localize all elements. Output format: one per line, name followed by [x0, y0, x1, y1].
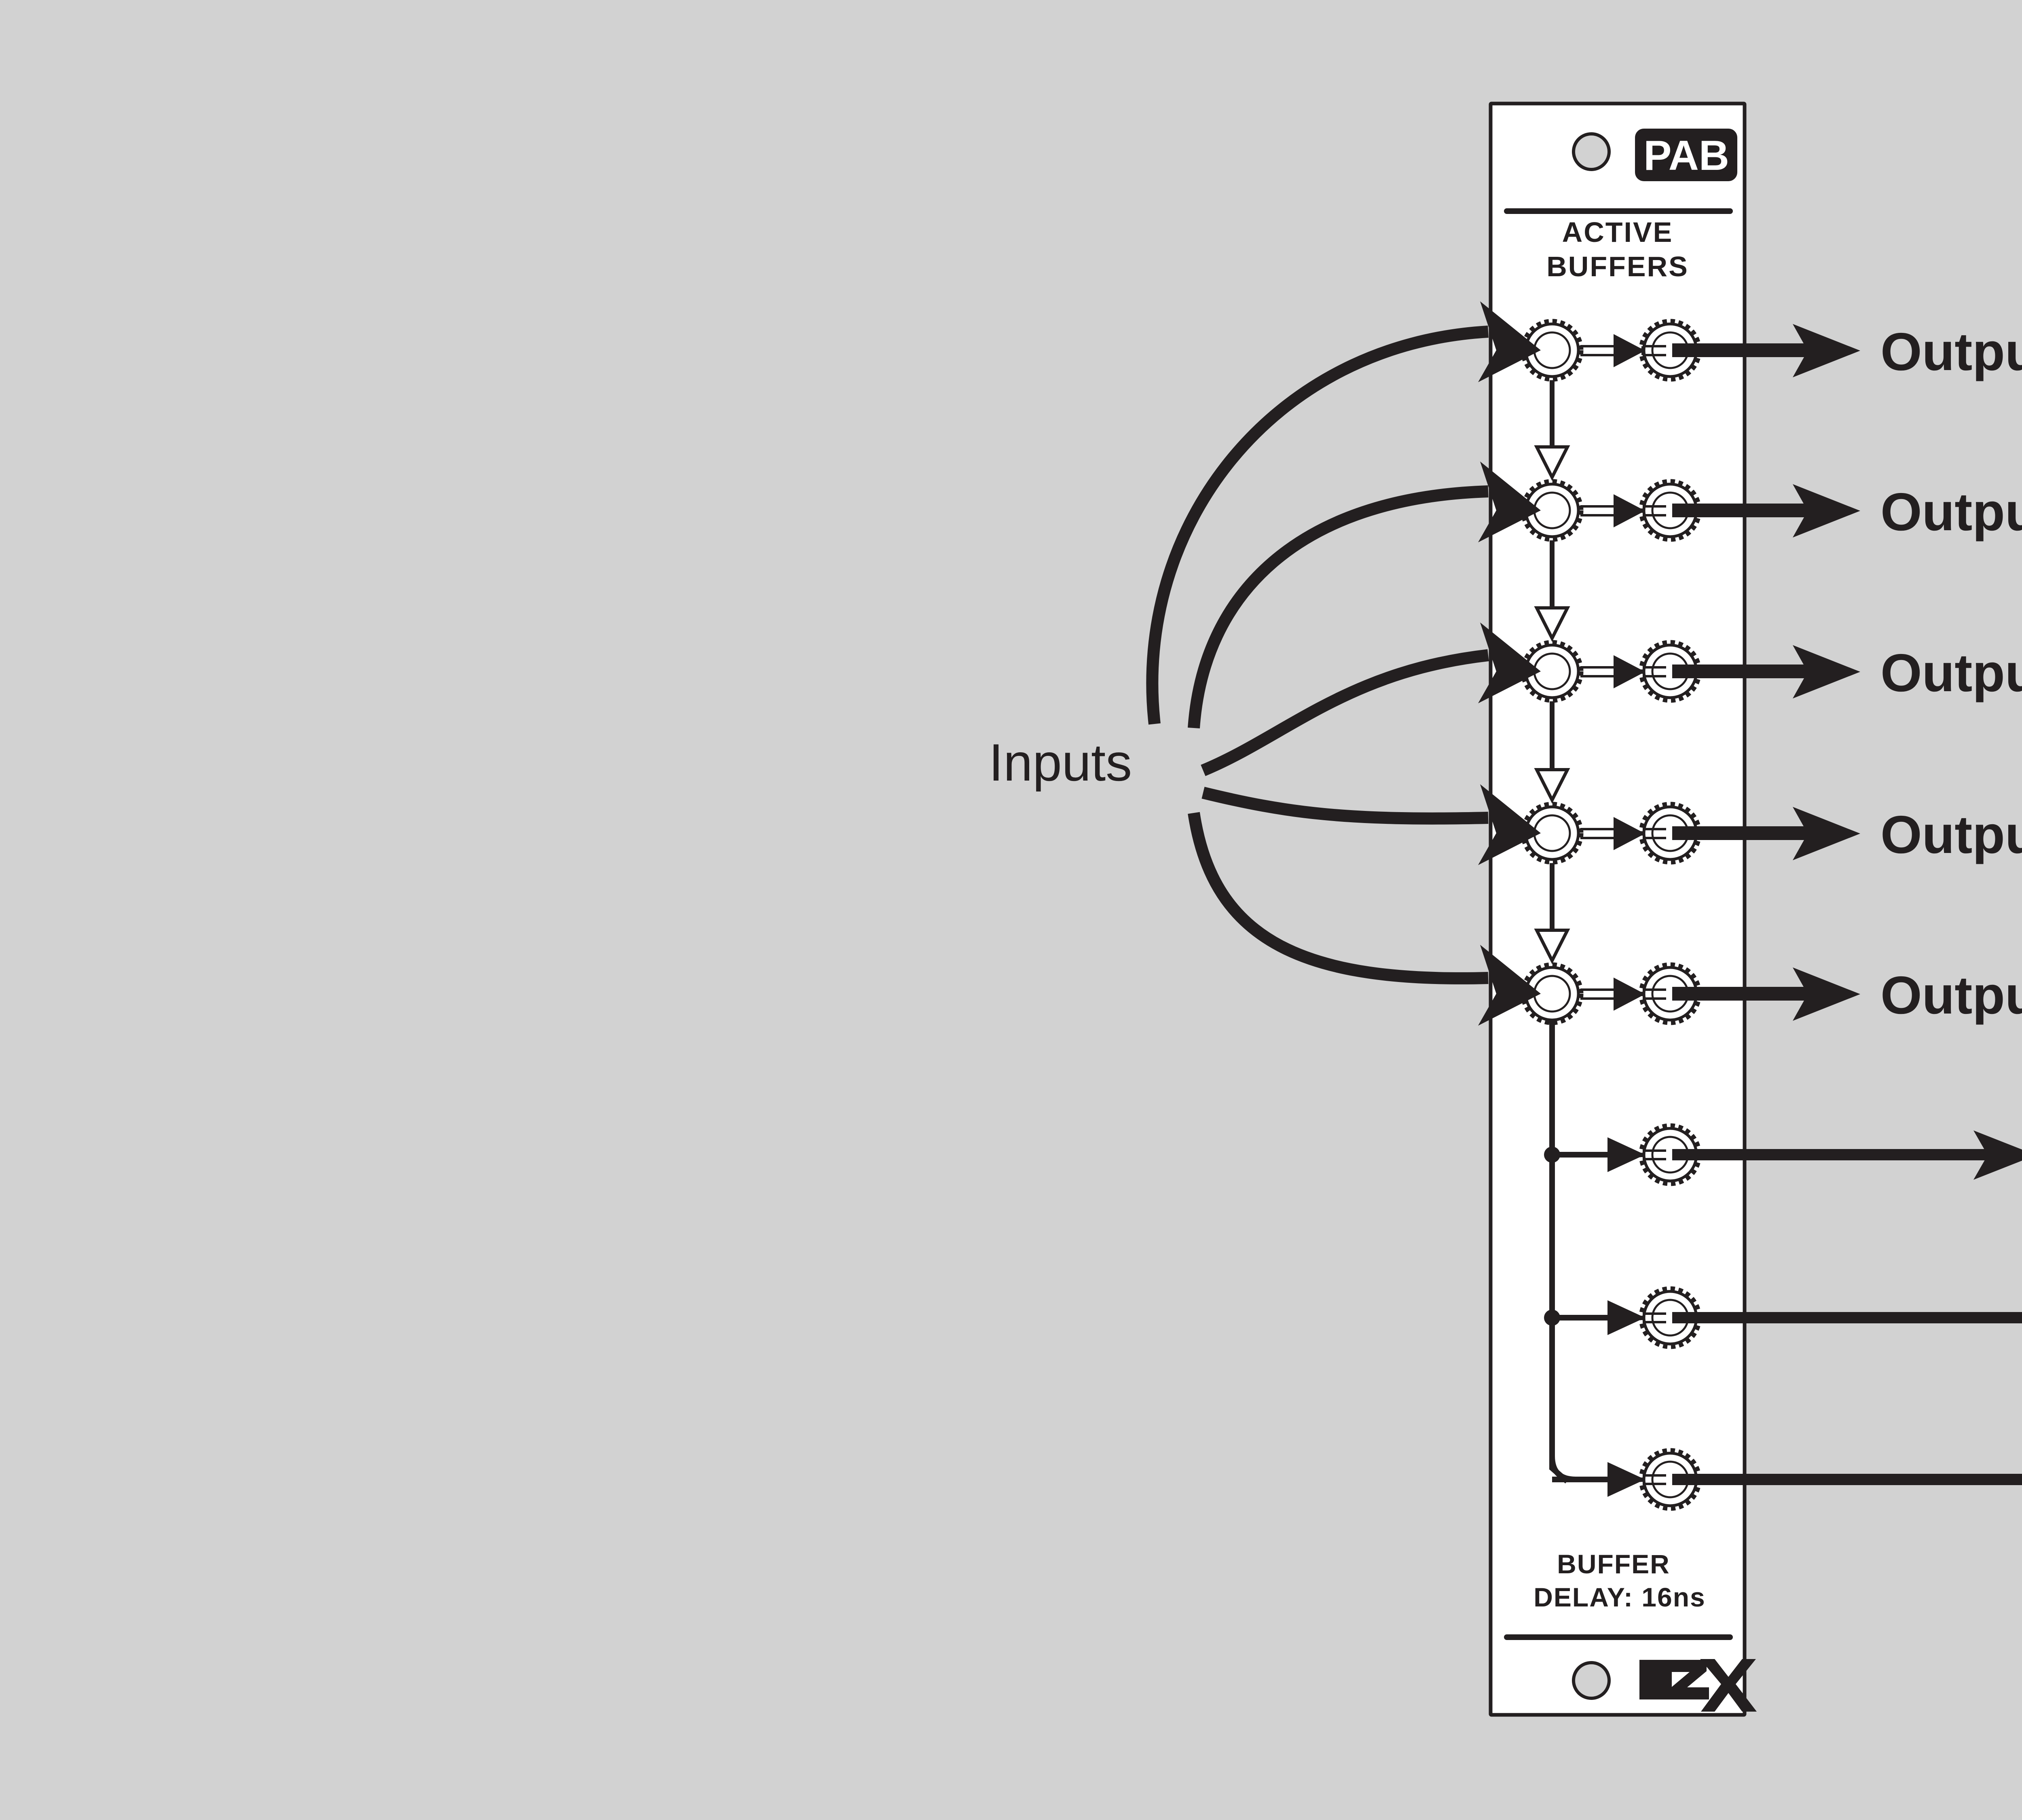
- output-label-5: Output: [1880, 965, 2022, 1025]
- output-label-3: Output: [1880, 643, 2022, 703]
- module-title-line1: ACTIVE: [1562, 216, 1673, 248]
- output-labels-group: Output (16ns delay) Output (16ns delay) …: [1672, 322, 2022, 1485]
- chain-arrow-1-2: [1534, 380, 1570, 481]
- buffer-link-5: [1580, 978, 1666, 1011]
- output-arrowhead-5: [1793, 967, 1860, 1021]
- input-arrow-path-3: [1201, 649, 1489, 776]
- output-arrowhead-1: [1793, 324, 1860, 377]
- output-row-1: Output (16ns delay): [1672, 322, 2022, 381]
- buffer-delay-line2: DELAY: 16ns: [1533, 1582, 1705, 1612]
- input-arrow-path-1: [1146, 326, 1489, 725]
- output-row-4: Output (16ns delay): [1672, 805, 2022, 864]
- chain-arrow-4-5: [1534, 863, 1570, 964]
- internal-signal-flow: [1534, 334, 1666, 1497]
- output-row-2: Output (16ns delay): [1672, 482, 2022, 542]
- inputs-label: Inputs: [989, 733, 1132, 792]
- input-arrow-path-4: [1201, 787, 1489, 825]
- buffer-delay-line1: BUFFER: [1557, 1549, 1670, 1579]
- pab-badge: [1635, 129, 1737, 181]
- output-label-1: Output: [1880, 322, 2022, 381]
- bus-tap-7: [1544, 1300, 1666, 1335]
- chain-arrow-2-3: [1534, 540, 1570, 642]
- output-label-4: Output: [1880, 805, 2022, 864]
- output-arrowhead-6: [1973, 1130, 2022, 1180]
- input-arrowhead-5: [1478, 945, 1541, 1026]
- input-arrow-path-5: [1188, 812, 1489, 984]
- chain-arrow-3-4: [1534, 701, 1570, 804]
- output-label-2: Output: [1880, 482, 2022, 542]
- bus-tap-6: [1544, 1137, 1666, 1172]
- input-arrow-path-2: [1188, 485, 1489, 729]
- output-arrowhead-3: [1793, 645, 1860, 698]
- buffer-link-2: [1580, 494, 1666, 527]
- power-led-bottom: [1572, 1661, 1611, 1700]
- lzx-logo: [1639, 1659, 1757, 1712]
- input-arrowhead-4: [1478, 784, 1541, 865]
- power-led-top: [1572, 132, 1611, 171]
- pab-badge-label: PAB: [1643, 132, 1729, 179]
- input-arrow-group: Inputs: [989, 301, 1541, 1026]
- output-row-5: Output (16ns delay): [1672, 965, 2022, 1025]
- buffer-link-1: [1580, 334, 1666, 367]
- bus-tap-8: [1552, 1462, 1666, 1497]
- output-arrowhead-4: [1793, 807, 1860, 860]
- input-arrowhead-3: [1478, 622, 1541, 703]
- output-row-7: Output (48ns delay): [1672, 1312, 2022, 1323]
- input-arrowhead-1: [1478, 301, 1541, 382]
- buffer-link-3: [1580, 655, 1666, 688]
- output-row-3: Output (16ns delay): [1672, 643, 2022, 703]
- output-arrowhead-2: [1793, 484, 1860, 538]
- input-arrowhead-2: [1478, 461, 1541, 542]
- output-row-6: Output (32ns delay): [1672, 1130, 2022, 1180]
- output-row-8: Output (64ns delay): [1672, 1474, 2022, 1485]
- buffer-link-4: [1580, 817, 1666, 850]
- module-title-line2: BUFFERS: [1546, 251, 1689, 282]
